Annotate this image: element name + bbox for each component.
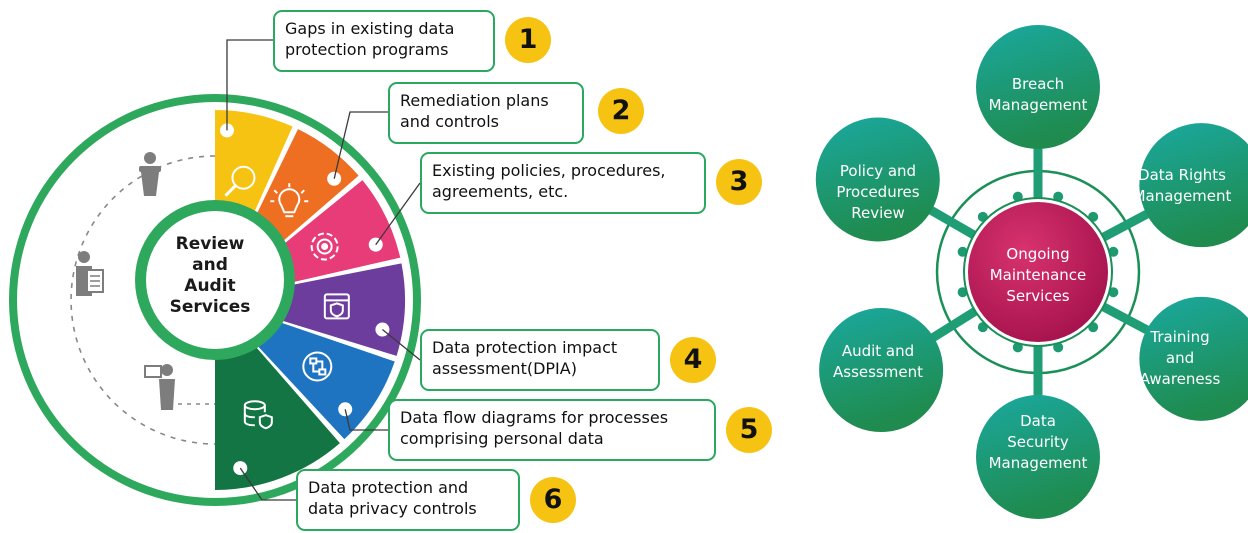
node-data-rights-label: Data Rights Management bbox=[1118, 165, 1246, 207]
center-title-line1: Review bbox=[175, 234, 245, 254]
hub-center-circle bbox=[968, 202, 1108, 342]
center-title-line3: Audit bbox=[184, 276, 236, 296]
segment-5-dot bbox=[338, 402, 353, 417]
person-presentation-icon bbox=[144, 364, 175, 410]
badge-6: 6 bbox=[530, 477, 576, 523]
magnifier-icon bbox=[224, 165, 256, 197]
badge-3: 3 bbox=[716, 159, 762, 205]
connector-5 bbox=[344, 409, 388, 431]
segment-6-dot bbox=[233, 461, 248, 476]
node-policy-label: Policy and Procedures Review bbox=[818, 161, 938, 224]
lightbulb-icon bbox=[270, 183, 309, 218]
callout-5-line2: comprising personal data bbox=[400, 429, 604, 448]
node-training-line1: Training bbox=[1150, 328, 1210, 346]
node-data-security-line3: Management bbox=[988, 454, 1088, 472]
callout-4-line1: Data protection impact bbox=[432, 338, 618, 357]
database-shield-icon bbox=[243, 400, 273, 430]
node-policy-line2: Procedures bbox=[836, 183, 920, 201]
callout-step-3: Existing policies, procedures, agreement… bbox=[420, 152, 706, 214]
node-policy bbox=[815, 117, 940, 242]
connector-lines bbox=[226, 39, 421, 501]
center-hub bbox=[135, 200, 295, 360]
node-training-label: Training and Awareness bbox=[1120, 327, 1240, 390]
node-policy-line1: Policy and bbox=[839, 162, 917, 180]
callout-1-line2: protection programs bbox=[285, 40, 449, 59]
node-policy-line3: Review bbox=[851, 204, 905, 222]
connector-2 bbox=[333, 111, 388, 179]
center-title: Review and Audit Services bbox=[160, 234, 260, 318]
callout-step-2: Remediation plans and controls bbox=[388, 82, 584, 144]
segment-1-dot bbox=[220, 123, 235, 138]
badge-2: 2 bbox=[598, 88, 644, 134]
badge-5: 5 bbox=[726, 407, 772, 453]
node-audit-label: Audit and Assessment bbox=[818, 341, 938, 383]
node-data-security-line2: Security bbox=[1007, 433, 1069, 451]
callout-6-line2: data privacy controls bbox=[308, 499, 477, 518]
connector-4 bbox=[381, 328, 421, 361]
node-data-security-line1: Data bbox=[1020, 412, 1056, 430]
gear-target-icon bbox=[310, 232, 339, 261]
callout-6-line1: Data protection and bbox=[308, 478, 469, 497]
callout-5-line1: Data flow diagrams for processes bbox=[400, 408, 669, 427]
node-data-rights-line1: Data Rights bbox=[1138, 166, 1226, 184]
callout-step-4: Data protection impact assessment(DPIA) bbox=[420, 329, 660, 391]
badge-4: 4 bbox=[670, 337, 716, 383]
callout-step-1: Gaps in existing data protection program… bbox=[273, 10, 495, 72]
node-data-rights-line2: Management bbox=[1132, 187, 1232, 205]
node-audit-line1: Audit and bbox=[841, 342, 915, 360]
callout-3-line1: Existing policies, procedures, bbox=[432, 161, 666, 180]
node-training bbox=[1139, 296, 1248, 421]
callout-2-line1: Remediation plans bbox=[400, 91, 549, 110]
badge-1: 1 bbox=[505, 17, 551, 63]
hub-spoke-3 bbox=[1098, 302, 1155, 337]
node-breach bbox=[976, 25, 1100, 149]
connector-6 bbox=[239, 467, 296, 501]
node-data-rights bbox=[1139, 123, 1248, 248]
callout-4-line2: assessment(DPIA) bbox=[432, 359, 577, 378]
callout-2-line2: and controls bbox=[400, 112, 499, 131]
shield-window-icon bbox=[323, 293, 350, 320]
speaker-podium-icon bbox=[139, 152, 161, 196]
node-data-security bbox=[976, 395, 1100, 519]
callout-step-6: Data protection and data privacy control… bbox=[296, 469, 520, 531]
center-title-line2: and bbox=[192, 255, 228, 275]
right-center-label: Ongoing Maintenance Services bbox=[983, 244, 1093, 307]
person-document-icon bbox=[76, 251, 104, 296]
hub-spoke-6 bbox=[923, 204, 979, 240]
callout-step-5: Data flow diagrams for processes compris… bbox=[388, 399, 716, 461]
node-breach-label: Breach Management bbox=[978, 74, 1098, 116]
right-center-line3: Services bbox=[1006, 287, 1070, 305]
node-training-line2: and bbox=[1165, 349, 1195, 367]
right-diagram bbox=[815, 25, 1248, 519]
connector-1 bbox=[226, 39, 273, 131]
right-center-line2: Maintenance bbox=[989, 266, 1087, 284]
right-center-line1: Ongoing bbox=[1006, 245, 1070, 263]
flow-diagram-icon bbox=[302, 351, 333, 382]
node-audit bbox=[819, 308, 944, 433]
hub-spoke-5 bbox=[925, 306, 980, 344]
node-training-line3: Awareness bbox=[1139, 370, 1221, 388]
segment-4 bbox=[215, 263, 406, 356]
node-audit-line2: Assessment bbox=[833, 363, 923, 381]
callout-3-line2: agreements, etc. bbox=[432, 182, 569, 201]
center-title-line4: Services bbox=[169, 297, 251, 317]
hub-spoke-2 bbox=[1098, 207, 1155, 242]
node-breach-line2: Management bbox=[988, 96, 1088, 114]
callout-1-line1: Gaps in existing data bbox=[285, 19, 455, 38]
connector-3 bbox=[375, 182, 421, 246]
segment-2-dot bbox=[327, 171, 342, 186]
node-data-security-label: Data Security Management bbox=[978, 411, 1098, 474]
node-breach-line1: Breach bbox=[1011, 75, 1065, 93]
